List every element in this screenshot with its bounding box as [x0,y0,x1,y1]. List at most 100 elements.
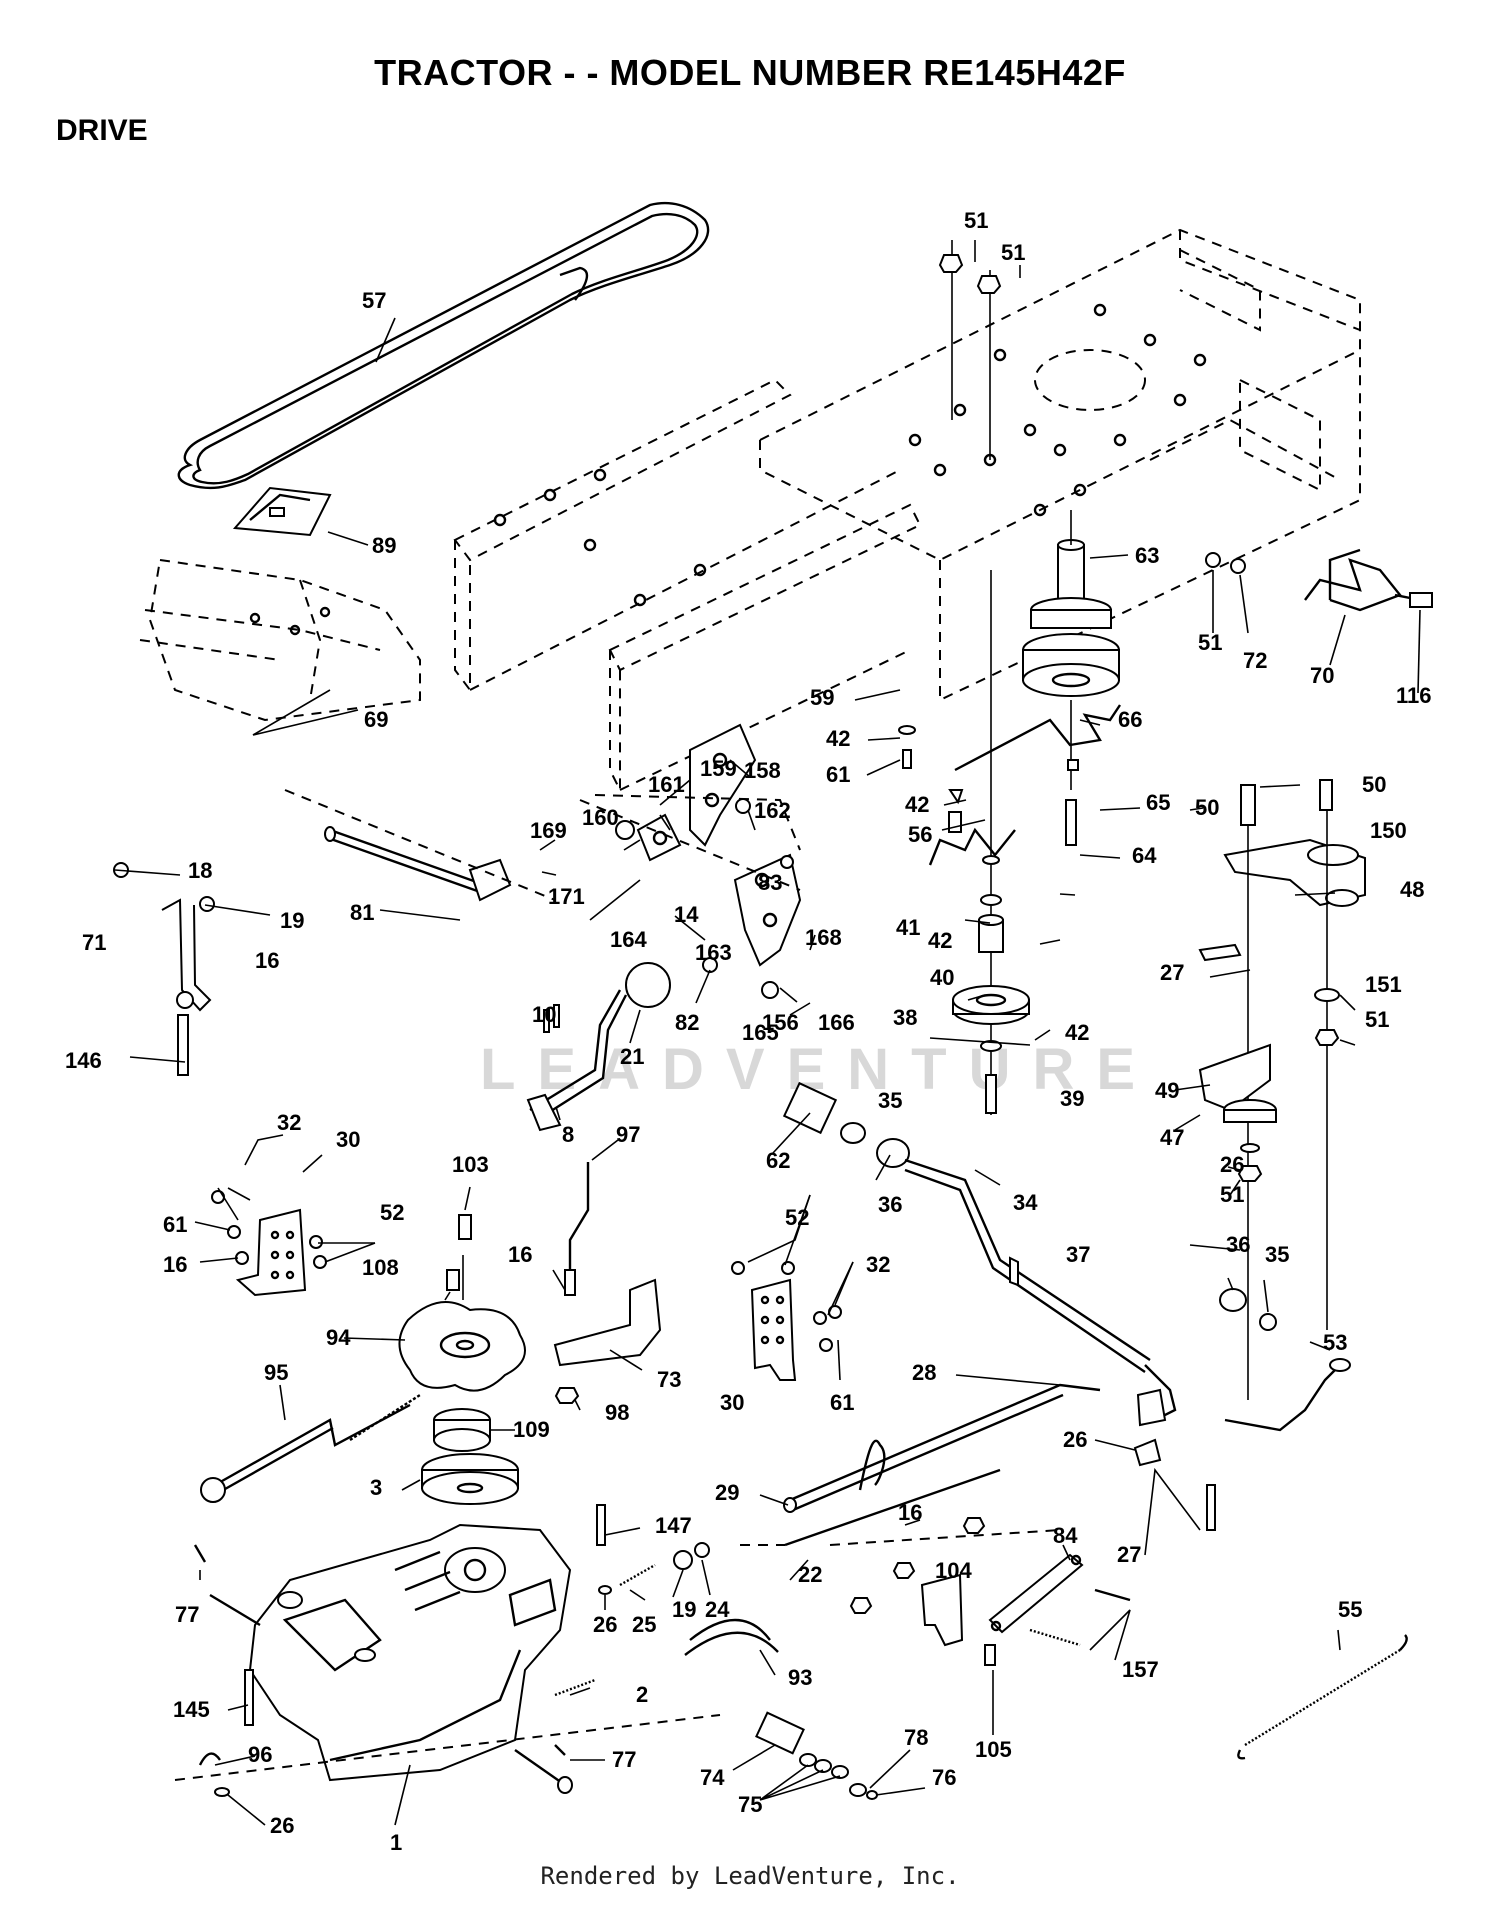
callout-16: 16 [508,1242,532,1267]
frame-main [453,228,1361,791]
callout-27: 27 [1160,960,1184,985]
callout-66: 66 [1118,707,1142,732]
transaxle-hardware [174,1504,779,1797]
callout-105: 105 [975,1737,1012,1762]
callout-19: 19 [672,1597,696,1622]
callout-42: 42 [928,928,952,953]
callout-63: 63 [1135,543,1159,568]
shift-bracket-assembly [579,723,802,999]
shift-lever [526,962,671,1132]
callout-82: 82 [675,1010,699,1035]
callout-164: 164 [610,927,647,952]
callout-150: 150 [1370,818,1407,843]
callout-77: 77 [175,1602,199,1627]
callout-26: 26 [270,1813,294,1838]
callout-53: 53 [1323,1330,1347,1355]
brake-linkage [829,1517,1131,1666]
callout-61: 61 [830,1390,854,1415]
callout-55: 55 [1338,1597,1362,1622]
callout-96: 96 [248,1742,272,1767]
callout-169: 169 [530,818,567,843]
belt-guide [232,486,332,537]
motion-shaft-assembly [782,1081,1351,1432]
frame-nuts [938,240,1002,460]
callout-57: 57 [362,288,386,313]
callout-48: 48 [1400,877,1424,902]
section-heading: DRIVE [56,114,148,147]
callout-49: 49 [1155,1078,1179,1103]
callout-41: 41 [896,915,920,940]
callout-61: 61 [826,762,850,787]
callout-93: 93 [788,1665,812,1690]
callout-116: 116 [1396,683,1432,708]
callout-71: 71 [82,930,106,955]
mounting-brackets [211,1190,842,1381]
shift-shaft [113,789,556,1076]
callout-51: 51 [1198,630,1222,655]
idler-spindle-pulley [1022,510,1120,790]
idler-arm-assembly [1198,779,1366,1400]
frame-front [139,558,421,722]
callout-69: 69 [364,707,388,732]
callout-159: 159 [700,756,737,781]
callout-171: 171 [548,884,585,909]
callout-62: 62 [766,1148,790,1173]
axle-spacers [755,1711,878,1800]
callout-73: 73 [657,1367,681,1392]
callout-34: 34 [1013,1190,1038,1215]
springs [928,704,1121,866]
transaxle [209,1523,573,1794]
diagram-title: TRACTOR - - MODEL NUMBER RE145H42F [374,52,1126,93]
callout-47: 47 [1160,1125,1184,1150]
callout-51: 51 [1220,1182,1244,1207]
callout-25: 25 [632,1612,656,1637]
callout-52: 52 [785,1205,809,1230]
callout-16: 16 [255,948,279,973]
callout-146: 146 [65,1048,102,1073]
callout-29: 29 [715,1480,739,1505]
callout-2: 2 [636,1682,648,1707]
fan-and-pulley [398,1214,526,1505]
callout-28: 28 [912,1360,936,1385]
callout-19: 19 [280,908,304,933]
callout-27: 27 [1117,1542,1141,1567]
callout-74: 74 [700,1765,725,1790]
callout-30: 30 [336,1127,360,1152]
callout-61: 61 [163,1212,187,1237]
callout-103: 103 [452,1152,489,1177]
callout-39: 39 [1060,1086,1084,1111]
brake-rod-assembly [1205,548,1433,612]
callout-109: 109 [513,1417,550,1442]
callout-78: 78 [904,1725,928,1750]
callout-36: 36 [1226,1232,1250,1257]
callout-42: 42 [1065,1020,1089,1045]
callout-89: 89 [372,533,396,558]
callout-64: 64 [1132,843,1157,868]
callout-labels: 51 51 57 89 63 51 72 70 116 69 59 66 42 … [65,208,1432,1855]
callout-147: 147 [655,1513,692,1538]
callout-94: 94 [326,1325,351,1350]
callout-76: 76 [932,1765,956,1790]
callout-32: 32 [277,1110,301,1135]
callout-108: 108 [362,1255,399,1280]
callout-16: 16 [898,1500,922,1525]
callout-38: 38 [893,1005,917,1030]
callout-83: 83 [758,870,782,895]
callout-104: 104 [935,1558,972,1583]
callout-51: 51 [1001,240,1025,265]
callout-95: 95 [264,1360,288,1385]
callout-165: 165 [742,1020,779,1045]
callout-70: 70 [1310,663,1334,688]
callout-158: 158 [744,758,781,783]
callout-24: 24 [705,1597,730,1622]
callout-40: 40 [930,965,954,990]
callout-21: 21 [620,1044,644,1069]
drive-belt [177,201,710,490]
callout-26: 26 [1063,1427,1087,1452]
callout-161: 161 [648,772,685,797]
callout-59: 59 [810,685,834,710]
callout-16: 16 [163,1252,187,1277]
callout-151: 151 [1365,972,1402,997]
callout-168: 168 [805,925,842,950]
